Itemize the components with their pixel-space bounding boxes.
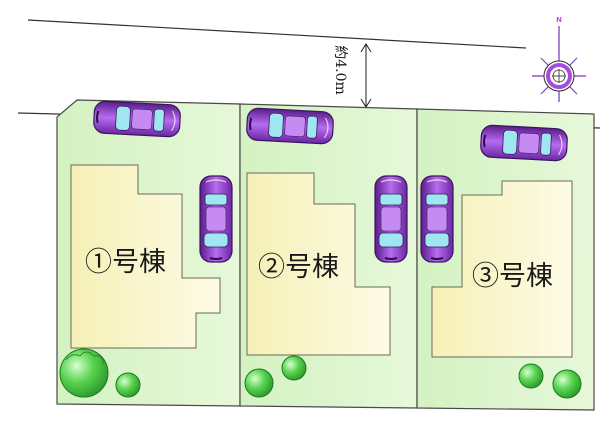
lot-3-label: ③号棟 xyxy=(472,261,553,292)
car-icon xyxy=(420,175,454,263)
tree-icon xyxy=(115,372,141,398)
tree-icon xyxy=(518,363,544,389)
car-icon xyxy=(374,175,408,263)
lot-2-label: ②号棟 xyxy=(258,252,339,283)
tree-icon xyxy=(281,355,307,381)
car-icon xyxy=(245,106,335,146)
road-width-label: 約4.0m xyxy=(332,45,348,95)
tree-icon xyxy=(552,369,582,399)
car-icon xyxy=(479,123,569,163)
road-edge-north xyxy=(27,19,527,49)
tree-icon xyxy=(59,348,109,398)
lot-1-label: ①号棟 xyxy=(85,247,166,278)
north-label: N xyxy=(556,16,562,24)
road-width-dimension: 約4.0m xyxy=(332,43,372,108)
car-icon xyxy=(92,99,182,139)
lot-3-building xyxy=(431,180,573,358)
lot-1-building xyxy=(70,164,221,349)
lot-2-building xyxy=(246,172,391,356)
compass-icon xyxy=(532,26,586,102)
tree-icon xyxy=(244,368,274,398)
car-icon xyxy=(199,175,233,263)
